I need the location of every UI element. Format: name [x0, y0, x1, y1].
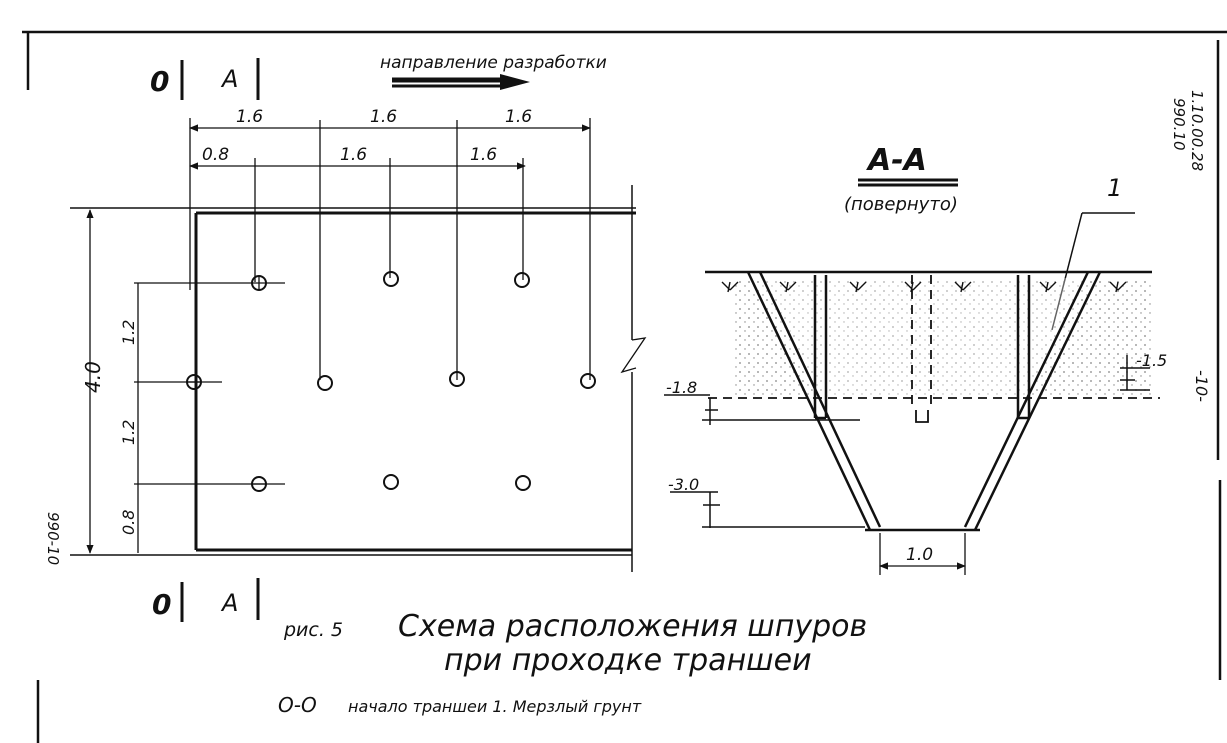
plan-view: 1.6 1.6 1.6 0.8 1.6 1.6 4.0 1.2 1.2 0.8 — [70, 107, 647, 572]
sheet-frame — [22, 30, 1227, 743]
dim-second-3: 1.6 — [470, 145, 497, 165]
section-mark-top: 0 A — [150, 58, 260, 100]
borehole — [317, 375, 333, 391]
dim-vertical-3: 0.8 — [119, 510, 138, 535]
dim-vertical-2: 1.2 — [119, 420, 138, 445]
direction-arrow — [392, 74, 530, 90]
section-mark-bottom: 0 A — [152, 578, 260, 622]
level-mark-1-5: -1.5 — [1136, 351, 1167, 370]
borehole — [515, 475, 531, 491]
doc-code-right-2: 990.10 — [1170, 98, 1188, 151]
section-mark-0-top: 0 — [150, 65, 169, 98]
section-title: А-А — [866, 143, 927, 178]
legend: O-O начало траншеи 1. Мерзлый грунт — [278, 693, 642, 717]
page-number: -10- — [1192, 370, 1211, 402]
doc-code-left: 990-10 — [44, 512, 62, 565]
section-mark-a-bottom: A — [220, 589, 238, 617]
caption-line-2: при проходке траншеи — [444, 643, 812, 678]
caption-line-1: Схема расположения шпуров — [398, 609, 867, 644]
dim-top-3: 1.6 — [505, 107, 532, 127]
borehole — [449, 371, 465, 387]
dim-top-2: 1.6 — [370, 107, 397, 127]
frozen-ground-hatch — [735, 278, 1152, 398]
section-mark-a-top: A — [220, 65, 238, 93]
doc-code-right-1: 1.10.00.28 — [1188, 90, 1206, 171]
borehole — [580, 373, 596, 389]
dim-second-1: 0.8 — [202, 145, 229, 165]
callout-label: 1 — [1107, 174, 1122, 202]
level-mark-1-8: -1.8 — [666, 378, 697, 397]
dim-vertical-1: 1.2 — [119, 320, 138, 345]
borehole — [383, 271, 399, 287]
section-mark-0-bottom: 0 — [152, 588, 171, 621]
figure-caption: рис. 5 Схема расположения шпуров при про… — [283, 609, 867, 678]
dim-second-2: 1.6 — [340, 145, 367, 165]
dim-bottom-width: 1.0 — [906, 545, 933, 565]
caption-prefix: рис. 5 — [283, 619, 343, 641]
dim-top-1: 1.6 — [236, 107, 263, 127]
legend-symbol: O-O — [278, 693, 317, 717]
direction-label: направление разработки — [380, 53, 607, 73]
borehole — [514, 272, 530, 288]
section-view: А-А (повернуто) 1 — [664, 143, 1167, 575]
section-subtitle: (повернуто) — [844, 194, 958, 215]
borehole — [383, 474, 399, 490]
dim-height: 4.0 — [81, 361, 105, 393]
level-mark-3-0: -3.0 — [668, 475, 699, 494]
legend-text: начало траншеи 1. Мерзлый грунт — [348, 697, 642, 716]
